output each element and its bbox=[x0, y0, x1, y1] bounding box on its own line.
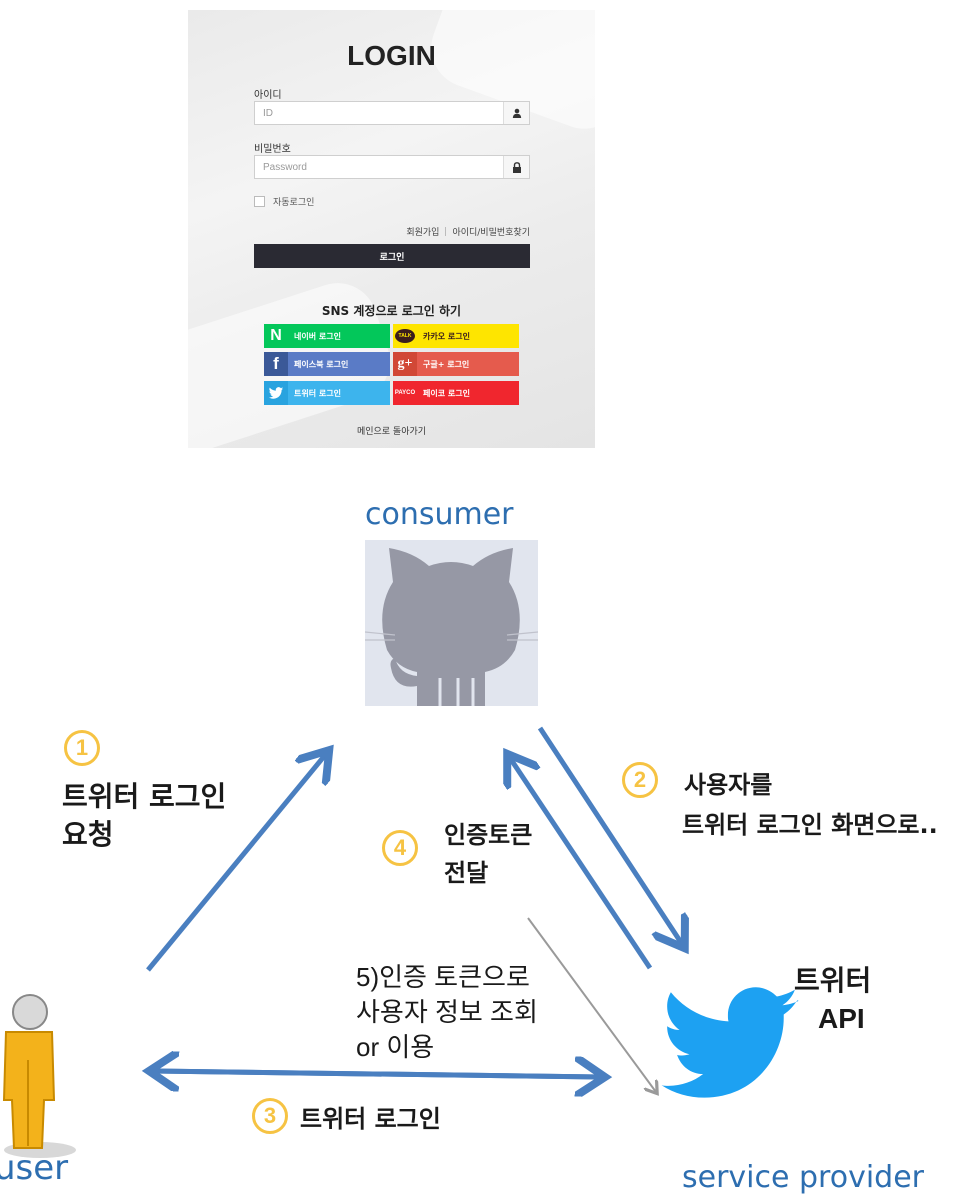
user-icon bbox=[503, 102, 529, 124]
link-divider bbox=[445, 227, 447, 236]
lock-icon bbox=[503, 156, 529, 178]
facebook-icon: f bbox=[264, 352, 288, 376]
arrow-step-3-left bbox=[154, 1071, 601, 1077]
facebook-login-button[interactable]: f 페이스북 로그인 bbox=[264, 352, 390, 376]
naver-login-label: 네이버 로그인 bbox=[294, 331, 341, 341]
consumer-label: consumer bbox=[365, 497, 514, 532]
step-4-text-line1: 인증토큰 bbox=[444, 821, 533, 849]
facebook-login-label: 페이스북 로그인 bbox=[294, 359, 349, 369]
password-field bbox=[254, 155, 530, 179]
sns-title: SNS 계정으로 로그인 하기 bbox=[321, 304, 462, 318]
back-to-main-link[interactable]: 메인으로 돌아가기 bbox=[356, 427, 427, 437]
login-panel: LOGIN 아이디 비밀번호 자동로그인 회원가입 아이디/비밀번호찾기 로그인… bbox=[188, 10, 595, 448]
google-plus-login-button[interactable]: g+ 구글+ 로그인 bbox=[393, 352, 519, 376]
step-1-text-line2: 요청 bbox=[62, 818, 114, 851]
user-label: user bbox=[0, 1148, 69, 1188]
twitter-login-label: 트위터 로그인 bbox=[294, 388, 341, 398]
auto-login[interactable]: 자동로그인 bbox=[254, 195, 314, 208]
login-button[interactable]: 로그인 bbox=[254, 244, 530, 268]
step-5-text-line1: 5)인증 토큰으로 bbox=[356, 962, 530, 992]
google-plus-login-label: 구글+ 로그인 bbox=[423, 359, 470, 369]
auto-login-checkbox[interactable] bbox=[254, 196, 265, 207]
kakao-login-button[interactable]: TALK 카카오 로그인 bbox=[393, 324, 519, 348]
step-1-text-line1: 트위터 로그인 bbox=[62, 780, 227, 813]
naver-icon: N bbox=[264, 324, 288, 348]
kakao-login-label: 카카오 로그인 bbox=[423, 331, 470, 341]
google-plus-icon: g+ bbox=[393, 352, 417, 376]
twitter-login-button[interactable]: 트위터 로그인 bbox=[264, 381, 390, 405]
payco-icon: PAYCO bbox=[394, 390, 416, 396]
password-label: 비밀번호 bbox=[254, 144, 291, 155]
twitter-bird-icon bbox=[661, 987, 799, 1098]
service-provider-label: service provider bbox=[682, 1160, 924, 1195]
provider-name-line1: 트위터 bbox=[794, 964, 872, 997]
provider-name-line2: API bbox=[818, 1003, 865, 1034]
login-title: LOGIN bbox=[347, 40, 436, 71]
step-2-text-line1: 사용자를 bbox=[684, 771, 773, 799]
step-5-text-line3: or 이용 bbox=[356, 1032, 435, 1062]
id-label: 아이디 bbox=[254, 90, 282, 101]
step-4-badge: 4 bbox=[382, 830, 418, 866]
user-figure-icon bbox=[2, 994, 76, 1158]
step-3-badge: 3 bbox=[252, 1098, 288, 1134]
twitter-icon bbox=[264, 381, 288, 405]
naver-login-button[interactable]: N 네이버 로그인 bbox=[264, 324, 390, 348]
id-input[interactable] bbox=[255, 102, 503, 124]
auto-login-label: 자동로그인 bbox=[273, 198, 315, 208]
step-2-text-line2: 트위터 로그인 화면으로.. bbox=[682, 811, 938, 839]
signup-link[interactable]: 회원가입 bbox=[406, 228, 440, 238]
account-links: 회원가입 아이디/비밀번호찾기 bbox=[406, 225, 530, 238]
step-2-badge: 2 bbox=[622, 762, 658, 798]
id-field bbox=[254, 101, 530, 125]
find-account-link[interactable]: 아이디/비밀번호찾기 bbox=[452, 228, 530, 238]
kakao-icon: TALK bbox=[393, 324, 417, 348]
arrow-step-1 bbox=[146, 754, 326, 972]
arrow-step-4 bbox=[510, 758, 653, 970]
github-octocat-icon bbox=[364, 548, 539, 706]
step-4-text-line2: 전달 bbox=[444, 859, 489, 887]
payco-login-label: 페이코 로그인 bbox=[423, 388, 470, 398]
payco-login-button[interactable]: PAYCO 페이코 로그인 bbox=[393, 381, 519, 405]
step-1-badge: 1 bbox=[64, 730, 100, 766]
password-input[interactable] bbox=[255, 156, 503, 178]
step-5-text-line2: 사용자 정보 조회 bbox=[356, 997, 538, 1027]
arrow-step-2 bbox=[537, 726, 682, 944]
consumer-box bbox=[364, 540, 539, 706]
step-3-text: 트위터 로그인 bbox=[300, 1105, 441, 1133]
arrow-step-5 bbox=[527, 917, 656, 1092]
